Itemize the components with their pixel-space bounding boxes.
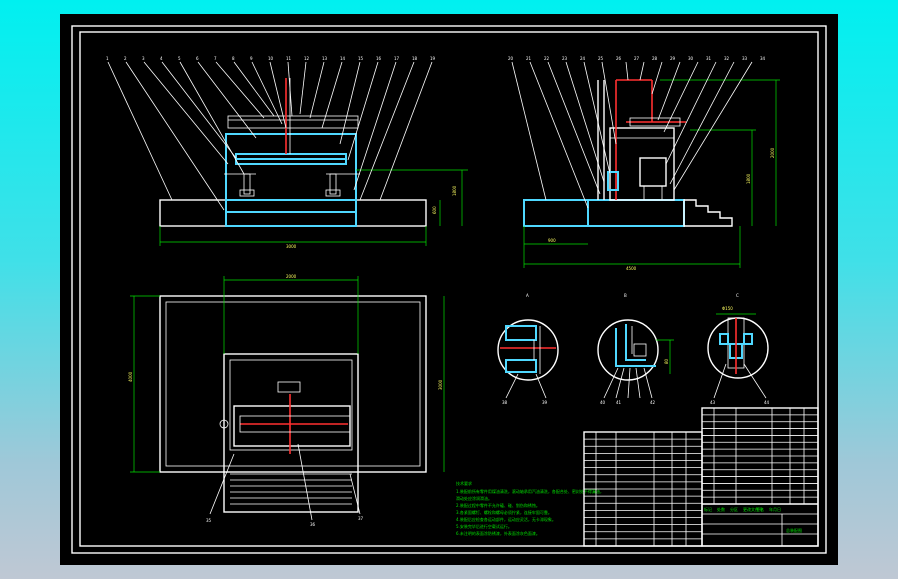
detail-c-dim: Φ150 <box>722 306 733 311</box>
title-block-cell: 分区 <box>730 506 738 512</box>
notes-line-4: 3.各紧固螺钉、螺栓和螺母必须拧紧，连接牢固可靠。 <box>456 509 552 515</box>
top-view: 2000 4000 3000 <box>128 274 445 521</box>
balloon-side: 34 <box>760 56 766 61</box>
balloon-front: 3 <box>142 56 145 61</box>
detail-label-c: C <box>736 293 739 298</box>
balloon-front: 10 <box>268 56 274 61</box>
top-dim-depth: 4000 <box>128 371 133 382</box>
balloon-side: 27 <box>634 56 640 61</box>
balloon-detail: 42 <box>650 400 656 405</box>
balloon-side: 25 <box>598 56 604 61</box>
balloon-detail: 38 <box>502 400 508 405</box>
title-block: 总装配图 标记处数分区更改文件号签名年月日 <box>701 407 819 547</box>
balloon-detail: 40 <box>600 400 606 405</box>
detail-b-dim: 80 <box>664 358 669 364</box>
balloon-front: 2 <box>124 56 127 61</box>
notes-line-2: 滑动处应涂润滑油。 <box>456 495 492 501</box>
balloon-side: 24 <box>580 56 586 61</box>
side-dim-frame-height: 1800 <box>746 173 751 184</box>
side-view: 4500 900 2000 1800 <box>511 61 780 271</box>
front-dim-width: 3000 <box>286 244 297 249</box>
outer-border <box>71 25 827 554</box>
balloon-side: 23 <box>562 56 568 61</box>
balloon-front: 15 <box>358 56 364 61</box>
balloon-detail: 43 <box>710 400 716 405</box>
title-block-cell: 标记 <box>704 506 712 512</box>
balloon-detail: 41 <box>616 400 622 405</box>
balloon-front: 7 <box>214 56 217 61</box>
title-block-cell: 年月日 <box>769 506 781 512</box>
balloon-front: 19 <box>430 56 436 61</box>
balloon-detail: 35 <box>206 518 212 523</box>
front-view: 3000 1800 600 <box>107 61 468 249</box>
balloon-front: 9 <box>250 56 253 61</box>
balloon-side: 31 <box>706 56 712 61</box>
balloon-front: 17 <box>394 56 400 61</box>
notes-line-7: 6.未注明的表面涂防锈漆，外表面涂灰色面漆。 <box>456 530 540 536</box>
balloon-side: 33 <box>742 56 748 61</box>
parts-list <box>583 431 703 547</box>
notes-line-3: 2.装配过程中零件不允许磕、碰、划伤和锈蚀。 <box>456 502 540 508</box>
balloon-front: 1 <box>106 56 109 61</box>
balloon-front: 11 <box>286 56 292 61</box>
balloon-front: 18 <box>412 56 418 61</box>
balloon-detail: 36 <box>310 522 316 527</box>
balloon-side: 28 <box>652 56 658 61</box>
title-block-cell: 签名 <box>756 506 764 512</box>
front-dim-height: 1800 <box>452 185 457 196</box>
title-block-cell: 处数 <box>717 506 725 512</box>
balloon-front: 14 <box>340 56 346 61</box>
balloon-front: 6 <box>196 56 199 61</box>
cad-viewport[interactable]: 3000 1800 600 <box>60 14 838 565</box>
balloon-side: 29 <box>670 56 676 61</box>
notes-line-1: 1.装配前所有零件用煤油清洗，滚动轴承用汽油清洗，各配合处、密封处不得漏油， <box>456 488 604 494</box>
balloon-side: 20 <box>508 56 514 61</box>
balloon-side: 32 <box>724 56 730 61</box>
drawing-canvas: 3000 1800 600 <box>71 25 827 554</box>
side-dim-total-height: 2000 <box>770 147 775 158</box>
front-dim-base: 600 <box>432 206 437 214</box>
balloon-front: 8 <box>232 56 235 61</box>
balloon-front: 5 <box>178 56 181 61</box>
balloon-detail: 39 <box>542 400 548 405</box>
inner-border <box>79 31 819 547</box>
balloon-side: 26 <box>616 56 622 61</box>
balloon-front: 12 <box>304 56 310 61</box>
side-dim-width: 4500 <box>626 266 637 271</box>
top-dim-width: 2000 <box>286 274 297 279</box>
balloon-side: 30 <box>688 56 694 61</box>
notes-line-6: 5.安装完毕后进行空载试运行。 <box>456 523 512 529</box>
balloon-side: 21 <box>526 56 532 61</box>
notes-heading: 技术要求 <box>456 480 472 486</box>
detail-views: A B 80 C Φ150 <box>497 293 769 399</box>
side-dim-pit: 900 <box>548 238 556 243</box>
title-block-cell: 更改文件号 <box>743 506 763 512</box>
balloon-side: 22 <box>544 56 550 61</box>
detail-label-b: B <box>624 293 627 298</box>
top-dim-frame: 3000 <box>438 379 443 390</box>
balloon-front: 16 <box>376 56 382 61</box>
technical-notes: 技术要求 1.装配前所有零件用煤油清洗，滚动轴承用汽油清洗，各配合处、密封处不得… <box>456 480 604 536</box>
title-block-name: 总装配图 <box>786 527 802 533</box>
notes-line-5: 4.装配后应检查各运动部件，运动应灵活，无卡滞现象。 <box>456 516 556 522</box>
detail-label-a: A <box>526 293 529 298</box>
balloon-detail: 37 <box>358 516 364 521</box>
balloon-detail: 44 <box>764 400 770 405</box>
balloon-front: 4 <box>160 56 163 61</box>
balloon-front: 13 <box>322 56 328 61</box>
